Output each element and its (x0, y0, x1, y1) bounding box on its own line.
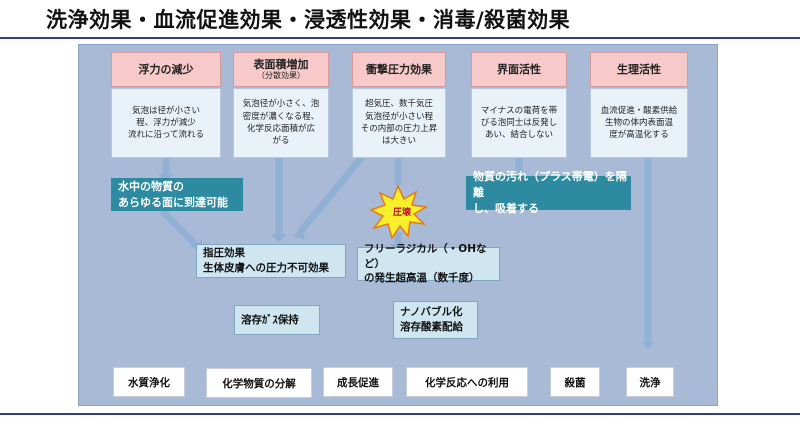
effect-isolate-dirt: 物質の汚れ（プラス帯電）を隔離 し、吸着する (466, 170, 631, 215)
output-cleaning: 洗浄 (626, 367, 674, 397)
burst-label: 圧壊 (392, 208, 411, 218)
bottom-divider (0, 413, 800, 415)
output-chemical-reaction-use: 化学反応への利用 (406, 367, 528, 397)
desc-impact-pressure: 超気圧、数千気圧 気泡径が小さい程 その内部の圧力上昇 は大きい (352, 88, 446, 158)
desc-physiological: 血流促進・酸素供給 生物の体内表面温 度が高温化する (590, 88, 688, 158)
header-surfactant: 界面活性 (471, 52, 567, 87)
effect-nanobubble: ナノバブル化 溶存酸素配給 (393, 301, 478, 339)
header-label: 生理活性 (617, 62, 661, 76)
header-physiological: 生理活性 (590, 52, 688, 87)
desc-surfactant: マイナスの電荷を帯 びる泡同士は反発し あい、結合しない (471, 88, 567, 158)
output-sterilization: 殺菌 (550, 367, 600, 397)
top-divider (0, 37, 800, 39)
output-growth-promotion: 成長促進 (323, 367, 393, 397)
effect-free-radical: フリーラジカル（・OHなど） の発生超高温（数千度） (357, 243, 500, 284)
header-impact-pressure: 衝撃圧力効果 (352, 52, 446, 87)
header-label: 表面積増加 (253, 57, 309, 71)
header-label: 界面活性 (497, 62, 541, 76)
effect-shiatsu: 指圧効果 生体皮膚への圧力不可効果 (196, 244, 346, 278)
header-buoyancy: 浮力の減少 (111, 52, 221, 87)
effect-dissolved-gas: 溶存ｶﾞｽ保持 (234, 305, 320, 335)
output-chemical-decomposition: 化学物質の分解 (206, 368, 312, 398)
effect-reach-all-surfaces: 水中の物質の あらゆる面に到達可能 (111, 178, 243, 211)
desc-buoyancy: 気泡は径が小さい 程、浮力が減少 流れに沿って流れる (111, 88, 221, 158)
header-surface-area: 表面積増加 （分散効果） (233, 52, 329, 87)
output-water-purification: 水質浄化 (113, 367, 185, 397)
header-sublabel: （分散効果） (257, 71, 305, 81)
page-title: 洗浄効果・血流促進効果・浸透性効果・消毒/殺菌効果 (46, 8, 571, 32)
header-label: 衝撃圧力効果 (366, 62, 432, 76)
header-label: 浮力の減少 (138, 62, 194, 76)
desc-surface-area: 気泡径が小さく、泡 密度が濃くなる程、 化学反応面積が広 がる (233, 88, 329, 158)
